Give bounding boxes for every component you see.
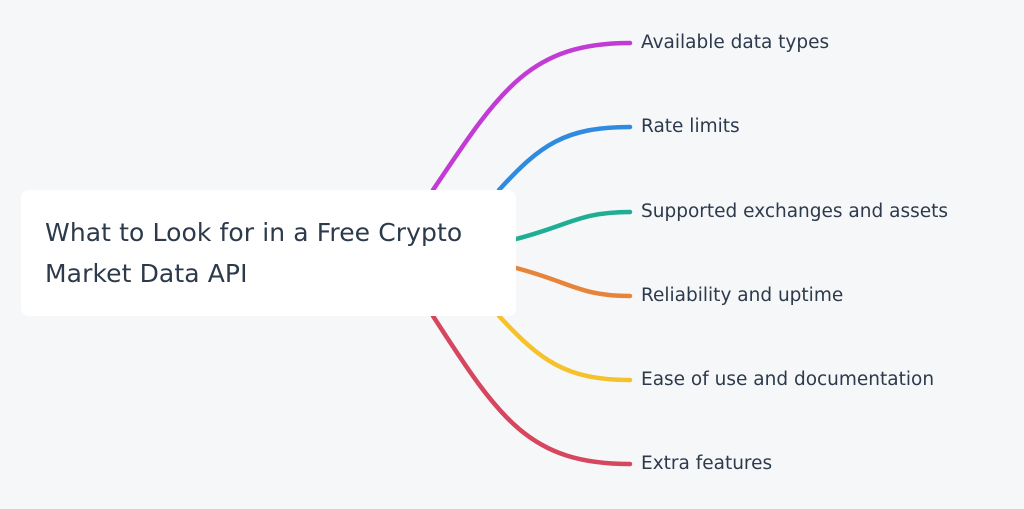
branch-line-rate-limits: [496, 124, 633, 193]
branch-line-extra-features: [430, 313, 633, 467]
branch-label-extra-features: Extra features: [641, 453, 773, 474]
branch-line-reliability: [513, 265, 633, 299]
branch-label-ease-of-use: Ease of use and documentation: [641, 369, 935, 390]
branch-line-ease-of-use: [496, 313, 633, 383]
branch-label-available-data-types: Available data types: [641, 32, 830, 53]
root-node: What to Look for in a Free Crypto Market…: [21, 190, 516, 316]
branch-line-supported-exchanges: [513, 209, 633, 242]
root-title-line-1: What to Look for in a Free Crypto: [45, 218, 463, 247]
branch-line-available-data-types: [430, 40, 633, 193]
branch-label-supported-exchanges: Supported exchanges and assets: [641, 201, 948, 222]
branch-label-reliability: Reliability and uptime: [641, 285, 844, 306]
branch-label-rate-limits: Rate limits: [641, 116, 740, 137]
root-title-line-2: Market Data API: [45, 259, 248, 288]
